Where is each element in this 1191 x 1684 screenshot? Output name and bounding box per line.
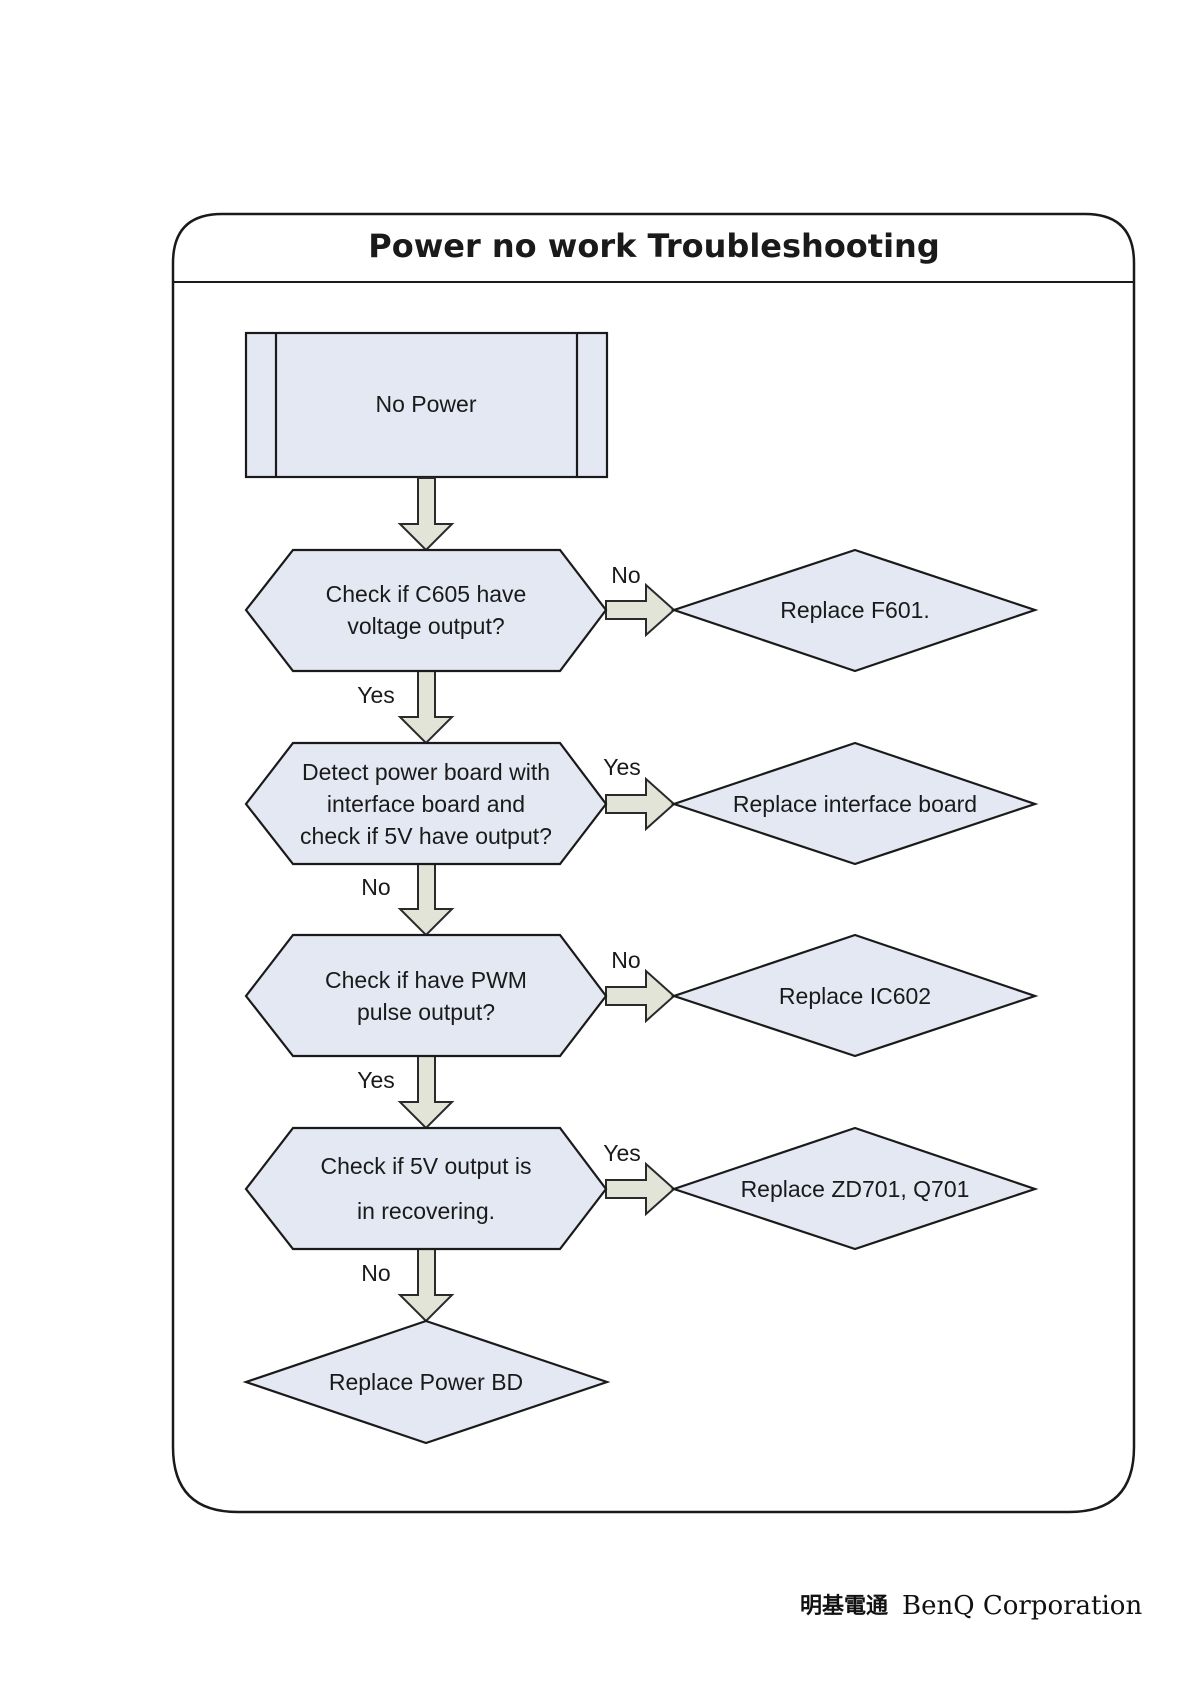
edge-label-pwm-yes: Yes — [357, 1067, 395, 1093]
edge-label-detect-yes: Yes — [603, 754, 641, 780]
node-label-line-3: check if 5V have output? — [300, 823, 552, 849]
arrow-down-4 — [397, 1055, 455, 1130]
arrow-right-3 — [605, 968, 676, 1024]
node-label: Replace ZD701, Q701 — [741, 1176, 970, 1202]
node-label-line-2: voltage output? — [347, 613, 504, 639]
node-label: Replace F601. — [780, 597, 930, 623]
node-label-line-1: Check if C605 have — [326, 581, 527, 607]
node-replace-zd701-q701: Replace ZD701, Q701 — [670, 1126, 1039, 1251]
node-check-5v-recovering: Check if 5V output is in recovering. — [244, 1126, 608, 1251]
node-check-pwm: Check if have PWM pulse output? — [244, 933, 608, 1058]
arrow-right-4 — [605, 1161, 676, 1217]
node-replace-ic602: Replace IC602 — [670, 933, 1039, 1058]
arrow-right-2 — [605, 776, 676, 832]
node-replace-f601: Replace F601. — [670, 548, 1039, 673]
node-label: Replace IC602 — [779, 983, 931, 1009]
diagram-title: Power no work Troubleshooting — [368, 227, 939, 265]
edge-label-c605-yes: Yes — [357, 682, 395, 708]
edge-label-pwm-no: No — [611, 947, 640, 973]
edge-label-detect-no: No — [361, 874, 390, 900]
arrow-right-1 — [605, 582, 676, 638]
node-detect-power-board: Detect power board with interface board … — [244, 741, 608, 866]
diagram-frame — [171, 212, 1136, 1514]
footer-company-cn: 明基電通 — [800, 1594, 888, 1619]
node-label-line-1: Check if have PWM — [325, 967, 527, 993]
node-replace-power-bd: Replace Power BD — [242, 1319, 611, 1445]
node-label-line-1: Check if 5V output is — [321, 1153, 532, 1179]
arrow-down-2 — [397, 670, 455, 745]
node-label-line-2: pulse output? — [357, 999, 495, 1025]
node-label-line-2: in recovering. — [357, 1198, 495, 1224]
node-label: Replace Power BD — [329, 1369, 523, 1395]
node-label: Replace interface board — [733, 791, 977, 817]
node-no-power: No Power — [244, 331, 609, 479]
arrow-down-5 — [397, 1248, 455, 1323]
arrow-down-3 — [397, 862, 455, 937]
node-replace-interface-board: Replace interface board — [670, 741, 1039, 866]
arrow-down-1 — [397, 477, 455, 552]
edge-label-recover-yes: Yes — [603, 1140, 641, 1166]
node-check-c605: Check if C605 have voltage output? — [244, 548, 608, 673]
footer-company-en: BenQ Corporation — [902, 1591, 1142, 1621]
edge-label-c605-no: No — [611, 562, 640, 588]
node-label-line-1: Detect power board with — [302, 759, 550, 785]
node-label-line-2: interface board and — [327, 791, 525, 817]
edge-label-recover-no: No — [361, 1260, 390, 1286]
node-label: No Power — [376, 391, 477, 417]
